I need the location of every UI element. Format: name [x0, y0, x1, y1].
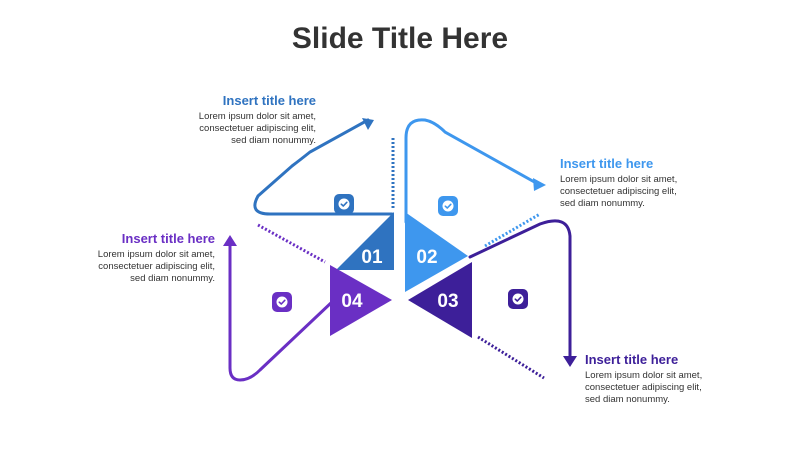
arrow-head-01: [362, 118, 374, 130]
step-03-title: Insert title here: [585, 352, 679, 367]
step-number-01: 01: [361, 247, 383, 268]
step-number-04: 04: [341, 291, 363, 312]
step-04-title: Insert title here: [121, 231, 215, 246]
check-icon: [508, 289, 528, 309]
step-02-title: Insert title here: [560, 156, 654, 171]
step-04-shape: [223, 223, 392, 382]
step-01-text: Insert title here Lorem ipsum dolor sit …: [146, 93, 316, 147]
check-icon: [438, 196, 458, 216]
step-01-body: Lorem ipsum dolor sit amet, consectetuer…: [198, 111, 316, 146]
step-03-shape: [408, 219, 577, 380]
step-04-body: Lorem ipsum dolor sit amet, consectetuer…: [97, 249, 215, 284]
check-icon: [334, 194, 354, 214]
step-03-text: Insert title here Lorem ipsum dolor sit …: [585, 352, 755, 406]
arrow-head-04: [223, 235, 237, 246]
step-number-03: 03: [437, 291, 458, 312]
step-04-text: Insert title here Lorem ipsum dolor sit …: [45, 231, 215, 285]
step-01-shape: [253, 118, 395, 270]
step-02-body: Lorem ipsum dolor sit amet, consectetuer…: [560, 174, 678, 209]
step-02-text: Insert title here Lorem ipsum dolor sit …: [560, 156, 730, 210]
step-03-body: Lorem ipsum dolor sit amet, consectetuer…: [585, 370, 703, 405]
arrow-head-02: [533, 178, 546, 191]
arrow-head-03: [563, 356, 577, 367]
step-number-02: 02: [416, 247, 437, 268]
check-icon: [272, 292, 292, 312]
step-01-title: Insert title here: [222, 93, 316, 108]
slide-title: Slide Title Here: [291, 22, 509, 55]
step-02-shape: [404, 118, 546, 292]
